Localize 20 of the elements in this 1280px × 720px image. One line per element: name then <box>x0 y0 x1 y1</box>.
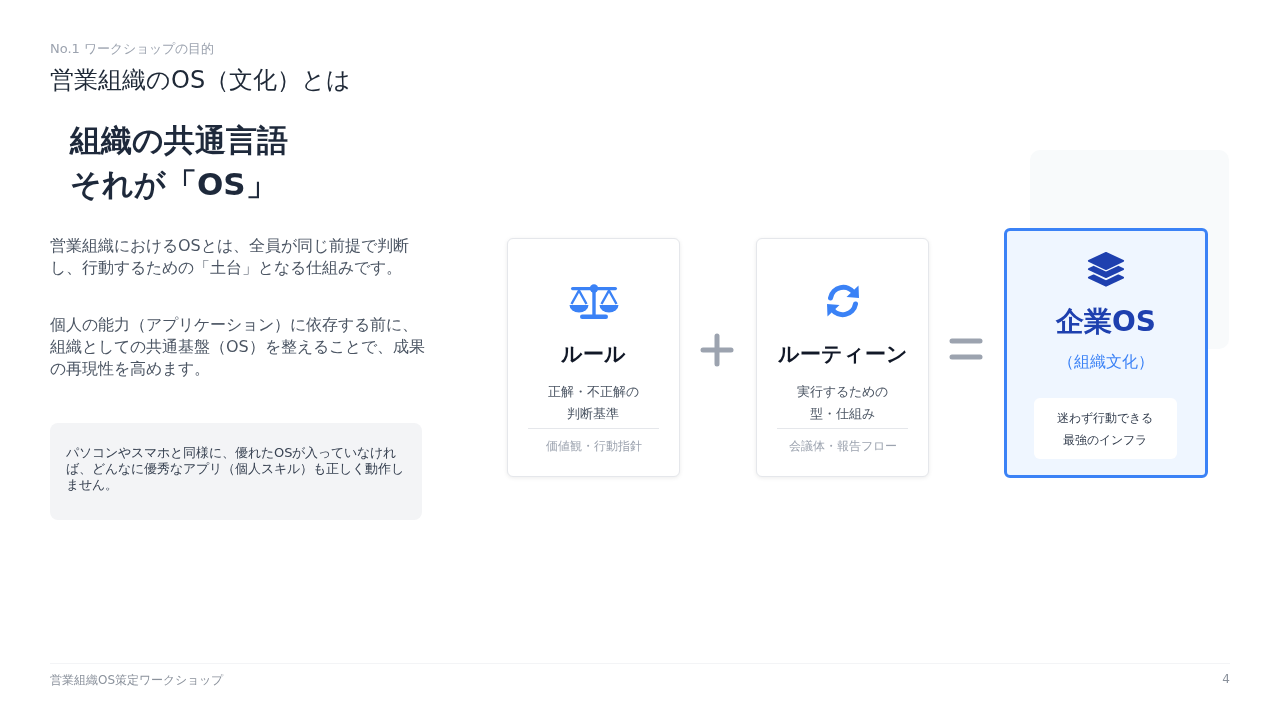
card-subtitle: 会議体・報告フロー <box>788 438 897 455</box>
card <box>507 238 680 477</box>
section-label: No.1 ワークショップの目的 <box>50 40 214 58</box>
card-title: 企業OS <box>1056 304 1156 340</box>
card-title: ルーティーン <box>777 341 908 368</box>
footer-text: 営業組織OS策定ワークショップ <box>50 672 224 689</box>
note-text: パソコンやスマホと同様に、優れたOSが入っていなければ、どんなに優秀なアプリ（個人スキル）も正しく動作しません。 <box>66 445 405 493</box>
card-subtitle: 価値観・行動指針 <box>545 438 642 455</box>
paragraph: 営業組織におけるOSとは、全員が同じ前提で判断し、行動するための「土台」となる仕組みです。 <box>50 235 410 279</box>
highlight-card <box>1004 228 1208 478</box>
card-title: ルール <box>561 341 626 368</box>
paragraph: 個人の能力（アプリケーション）に依存する前に、組織としての共通基盤（OS）を整えることで、成果の再現性を高めます。 <box>50 314 426 380</box>
title: 営業組織のOS（文化）とは <box>50 65 352 96</box>
heading: 組織の共通言語それが「OS」 <box>70 121 289 204</box>
inner-text: 迷わず行動できる最強のインフラ <box>1056 409 1155 449</box>
card-description: 実行するための型・仕組み <box>796 383 889 423</box>
card <box>756 238 929 477</box>
page-number: 4 <box>1222 672 1230 686</box>
card-description: 正解・不正解の判断基準 <box>547 383 640 423</box>
card-subtitle: （組織文化） <box>1058 352 1154 373</box>
